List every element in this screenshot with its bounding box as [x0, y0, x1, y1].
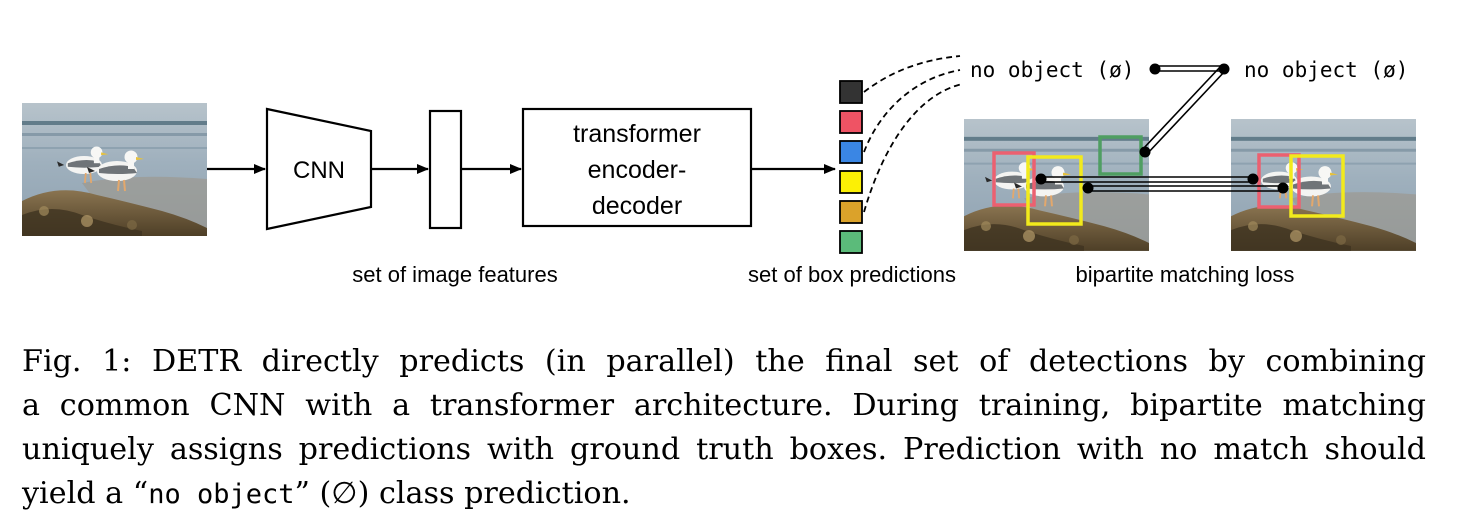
caption-figure-label: Fig. 1: — [22, 344, 132, 379]
figure-caption: Fig. 1: DETR directly predicts (in paral… — [22, 340, 1426, 517]
match-dot-second-left — [1082, 182, 1094, 194]
cnn-block — [265, 107, 373, 231]
dashed-link-3 — [863, 83, 963, 213]
prediction-box-6 — [839, 230, 863, 254]
transformer-label-line2: encoder- — [588, 156, 687, 184]
gt-box-red — [1257, 153, 1301, 209]
caption-line-3: uniquely assigns predictions with ground… — [22, 432, 1426, 467]
match-dot-no-object-right — [1218, 63, 1230, 75]
pred-box-red — [992, 151, 1036, 207]
caption-line-4-post: ” (∅) class prediction. — [294, 476, 631, 511]
match-dot-yellow-left — [1035, 173, 1047, 185]
detr-pipeline-diagram: CNN transformer encoder- decoder no obje… — [22, 55, 1416, 287]
prediction-box-4 — [839, 170, 863, 194]
match-dot-no-object-left — [1149, 63, 1161, 75]
caption-no-object-mono: no object — [148, 479, 295, 510]
dashed-link-1 — [863, 55, 961, 93]
predictions-caption: set of box predictions — [748, 262, 956, 287]
pred-box-yellow — [1026, 155, 1083, 226]
image-features-block — [428, 109, 463, 230]
matching-caption: bipartite matching loss — [1076, 262, 1295, 287]
caption-line-1: Fig. 1: DETR directly predicts (in paral… — [22, 340, 1426, 384]
caption-line-1-text: DETR directly predicts (in parallel) the… — [152, 344, 1426, 379]
caption-line-4-pre: yield a “ — [22, 476, 149, 511]
matching-line-green-to-no-object — [1141, 65, 1227, 155]
matching-line-no-object — [1155, 65, 1224, 72]
no-object-label-right: no object (ø) — [1244, 58, 1408, 82]
dashed-link-2 — [863, 69, 961, 153]
prediction-box-5 — [839, 200, 863, 224]
match-dot-green — [1139, 146, 1151, 158]
matching-line-second-pair — [1088, 185, 1283, 192]
transformer-label-line3: decoder — [592, 192, 682, 220]
no-object-label-left: no object (ø) — [970, 58, 1134, 82]
matching-line-yellow-to-red — [1041, 176, 1253, 183]
prediction-box-2 — [839, 110, 863, 134]
prediction-box-1 — [839, 80, 863, 104]
prediction-box-3 — [839, 140, 863, 164]
features-caption: set of image features — [352, 262, 557, 287]
gt-box-yellow — [1289, 154, 1345, 218]
matching-image-predictions — [964, 119, 1149, 251]
transformer-block — [521, 107, 753, 228]
caption-line-2: a common CNN with a transformer architec… — [22, 388, 1426, 423]
match-dot-red-right — [1247, 173, 1259, 185]
match-dot-yellow-right — [1277, 182, 1289, 194]
input-image — [22, 103, 207, 236]
transformer-label-line1: transformer — [573, 120, 701, 148]
caption-line-4: yield a “no object” (∅) class prediction… — [22, 472, 1426, 517]
cnn-label: CNN — [293, 157, 345, 184]
